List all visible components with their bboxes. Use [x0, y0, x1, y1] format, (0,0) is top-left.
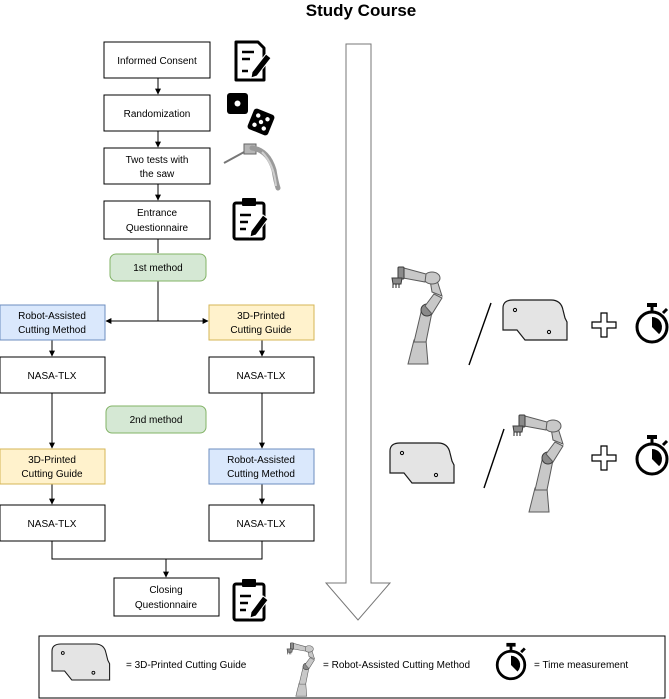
step-informed-consent: Informed Consent [103, 41, 211, 79]
clipboard-icon [232, 196, 270, 241]
separator-slash [483, 428, 505, 489]
svg-text:Cutting Guide: Cutting Guide [230, 325, 292, 336]
svg-text:2nd method: 2nd method [130, 415, 183, 426]
svg-text:Cutting Method: Cutting Method [18, 325, 86, 336]
svg-text:NASA-TLX: NASA-TLX [237, 371, 286, 382]
step-closing-questionnaire: Closing Questionnaire [113, 577, 220, 617]
robot-arm-icon [391, 266, 443, 365]
svg-text:Entrance: Entrance [137, 208, 177, 219]
cutting-guide-icon [389, 442, 455, 484]
svg-text:Randomization: Randomization [124, 109, 191, 120]
consent-form-icon [234, 40, 272, 82]
legend-robot-label: = Robot-Assisted Cutting Method [323, 660, 470, 671]
step-nasa-tlx-4: NASA-TLX [208, 504, 315, 542]
svg-text:Cutting Method: Cutting Method [227, 469, 295, 480]
step-nasa-tlx-3: NASA-TLX [0, 504, 106, 542]
plus-icon [591, 445, 617, 471]
svg-text:Questionnaire: Questionnaire [126, 223, 189, 234]
robot-arm-icon [512, 414, 564, 513]
step-randomization: Randomization [103, 94, 211, 132]
svg-text:the saw: the saw [140, 169, 175, 180]
label-first-method: 1st method [109, 253, 207, 282]
svg-text:Closing: Closing [149, 585, 182, 596]
plus-icon [591, 312, 617, 338]
svg-text:3D-Printed: 3D-Printed [28, 455, 76, 466]
legend-timer-label: = Time measurement [534, 660, 628, 671]
step-nasa-tlx-1: NASA-TLX [0, 356, 106, 394]
legend: = 3D-Printed Cutting Guide = Robot-Assis… [38, 635, 666, 699]
svg-text:Robot-Assisted: Robot-Assisted [18, 311, 86, 322]
step-saw-tests: Two tests with the saw [103, 147, 211, 185]
step-nasa-tlx-2: NASA-TLX [208, 356, 315, 394]
step-cutting-guide-2: 3D-Printed Cutting Guide [0, 448, 106, 485]
svg-text:Robot-Assisted: Robot-Assisted [227, 455, 295, 466]
step-robot-assisted-2: Robot-Assisted Cutting Method [208, 448, 315, 485]
timeline-arrow [324, 43, 392, 621]
svg-text:Questionnaire: Questionnaire [135, 600, 198, 611]
svg-text:3D-Printed: 3D-Printed [237, 311, 285, 322]
step-cutting-guide-1: 3D-Printed Cutting Guide [208, 304, 315, 341]
legend-guide-label: = 3D-Printed Cutting Guide [126, 660, 247, 671]
page-title: Study Course [306, 1, 417, 20]
svg-text:NASA-TLX: NASA-TLX [28, 519, 77, 530]
saw-icon [223, 143, 281, 191]
svg-text:Cutting Guide: Cutting Guide [21, 469, 83, 480]
clipboard-icon [232, 577, 270, 622]
svg-text:1st method: 1st method [133, 263, 182, 274]
svg-text:NASA-TLX: NASA-TLX [237, 519, 286, 530]
step-entrance-questionnaire: Entrance Questionnaire [103, 200, 211, 240]
cutting-guide-icon [502, 299, 568, 341]
svg-text:NASA-TLX: NASA-TLX [28, 371, 77, 382]
dice-icon [227, 93, 275, 136]
stopwatch-icon [635, 433, 669, 476]
svg-text:Informed Consent: Informed Consent [117, 56, 197, 67]
flow-edges [49, 78, 265, 578]
step-robot-assisted-1: Robot-Assisted Cutting Method [0, 304, 106, 341]
svg-text:Two tests with: Two tests with [126, 155, 189, 166]
label-second-method: 2nd method [105, 405, 207, 434]
stopwatch-icon [635, 301, 669, 344]
separator-slash [468, 302, 492, 366]
